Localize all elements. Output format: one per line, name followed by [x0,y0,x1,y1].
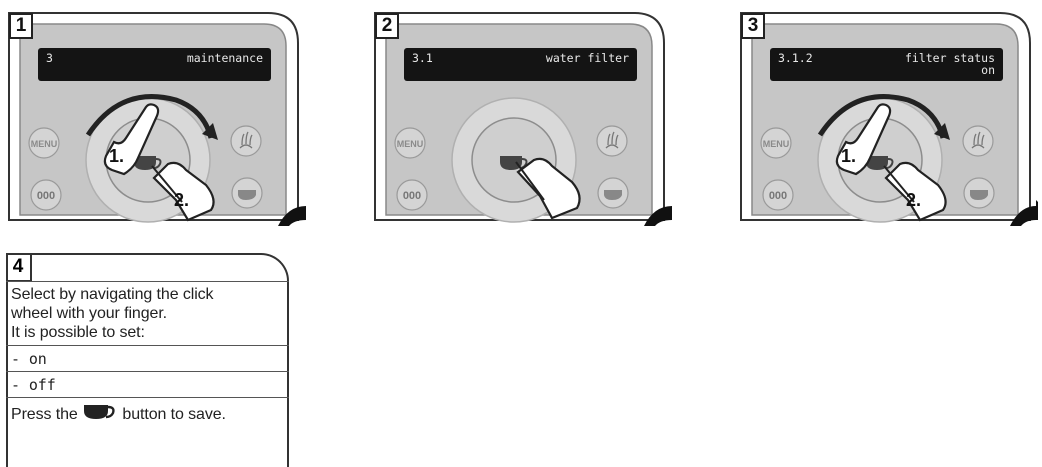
step-number: 3 [741,13,765,39]
gesture-label-2: 2. [906,190,921,210]
gesture-label-1: 1. [109,146,124,166]
display-menu-label: maintenance [187,51,263,65]
display-menu-value: on [981,63,995,77]
three-cups-button[interactable]: 000 [763,180,793,210]
save-instruction-before: Press the [11,406,78,423]
display-screen: 3 maintenance [38,48,271,81]
display-screen: 3.1 water filter [404,48,637,81]
save-instruction-after: button to save. [122,406,225,423]
steam-button[interactable] [231,126,261,156]
three-cups-icon: 000 [403,190,421,202]
menu-button-label: MENU [763,139,790,149]
hot-water-button[interactable] [598,178,628,208]
display-screen: 3.1.2 filter status on [770,48,1003,81]
cup-icon [82,403,118,421]
display-menu-index: 3.1.2 [778,51,813,65]
display-menu-index: 3 [46,51,53,65]
option-off: - off [11,376,56,394]
step-number: 4 [6,253,32,282]
panel-step-1: MENU 000 1. 2. 1 3 maintenance [6,10,306,235]
hot-water-button[interactable] [232,178,262,208]
machine-panel-illustration: MENU 000 [372,10,672,235]
menu-button-label: MENU [397,139,424,149]
three-cups-icon: 000 [37,190,55,202]
divider [6,371,289,372]
divider [6,345,289,346]
panel-step-2: MENU 000 2 3.1 water filter [372,10,672,235]
three-cups-button[interactable]: 000 [397,180,427,210]
display-menu-index: 3.1 [412,51,433,65]
steam-button[interactable] [963,126,993,156]
instruction-line-2: wheel with your finger. [11,305,167,323]
gesture-label-2: 2. [174,190,189,210]
save-instruction: Press the button to save. [11,403,226,424]
instruction-line-1: Select by navigating the click [11,286,213,304]
steam-button[interactable] [597,126,627,156]
instruction-line-3: It is possible to set: [11,324,145,342]
menu-button-label: MENU [31,139,58,149]
three-cups-icon: 000 [769,190,787,202]
panel-step-3: MENU 000 1. 2. 3 3.1.2 filter status on [738,10,1038,235]
step-number: 2 [375,13,399,39]
step-number: 1 [9,13,33,39]
display-menu-label: water filter [546,51,629,65]
machine-panel-illustration: MENU 000 1. 2. [738,10,1038,235]
divider [6,397,289,398]
divider [6,281,289,282]
option-on: - on [11,350,47,368]
three-cups-button[interactable]: 000 [31,180,61,210]
machine-panel-illustration: MENU 000 1. 2. [6,10,306,235]
gesture-label-1: 1. [841,146,856,166]
hot-water-button[interactable] [964,178,994,208]
instruction-box: 4 Select by navigating the click wheel w… [6,253,291,465]
